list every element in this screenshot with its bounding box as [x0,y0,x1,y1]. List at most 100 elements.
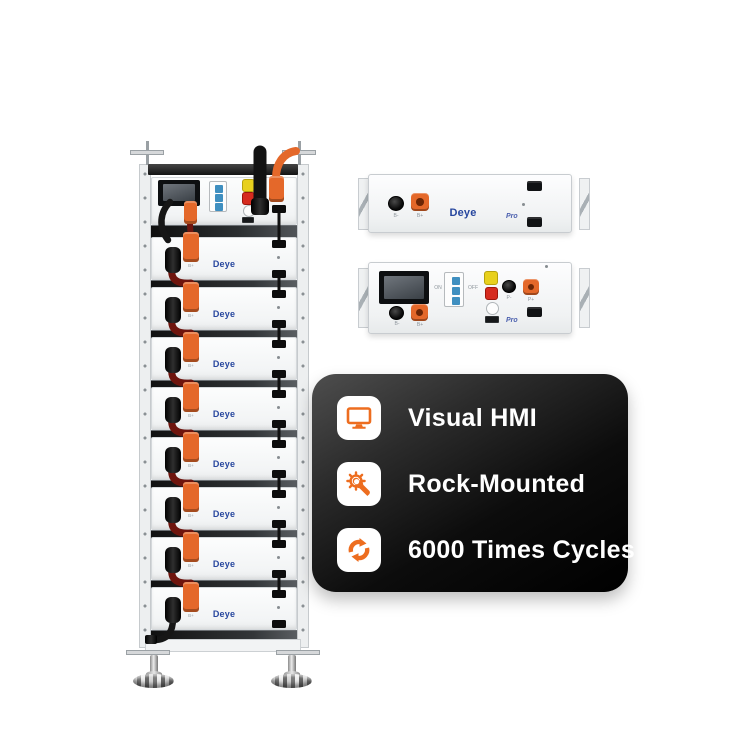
comm-port [272,520,286,528]
breaker-off-label: OFF [468,285,478,291]
negative-plug [165,347,181,373]
feature-label: Rock-Mounted [408,469,586,498]
positive-connector [183,532,199,562]
negative-plug [165,297,181,323]
rack-shelf-divider [151,530,297,539]
rack-shelf-divider [151,330,297,339]
battery-negative-label: B- [394,321,400,327]
negative-plug [165,397,181,423]
rack-shelf-divider [151,380,297,389]
negative-connector [388,196,404,211]
output-positive-connector [523,279,539,295]
rack-top-bar [148,164,298,175]
top-bracket-screw [298,141,301,151]
top-bracket-foot [146,155,149,165]
brand-logo: Deye [212,309,236,319]
output-negative-label: P- [506,295,512,301]
positive-connector-label: B+ [188,363,194,368]
indicator-dot [277,606,280,609]
positive-connector [183,232,199,262]
positive-connector [183,382,199,412]
positive-connector-label: B+ [188,463,194,468]
red-button [485,287,498,300]
brand-logo: Deye [212,459,236,469]
positive-connector-label: B+ [188,413,194,418]
indicator-dot [277,406,280,409]
comm-port [272,320,286,328]
yellow-button [242,179,255,192]
comm-port [527,307,542,317]
feature-label: 6000 Times Cycles [408,535,636,564]
comm-port [242,217,254,223]
rack-left-rail [139,164,151,648]
battery-positive-label: B+ [416,322,424,328]
leveling-foot [133,674,174,688]
rack-leg [150,655,158,674]
comm-port [527,217,542,227]
output-negative-connector [502,280,516,293]
rack-base [145,639,301,652]
comm-port [272,490,286,498]
rack-shelf-divider [151,630,297,639]
comm-port [272,270,286,278]
brand-logo: Deye [212,259,236,269]
indicator-dot [277,256,280,259]
comm-port [272,570,286,578]
comm-port [272,370,286,378]
dc-cable-head [251,198,269,215]
positive-connector [411,193,429,211]
rack-shelf-divider [151,280,297,289]
positive-connector [183,482,199,512]
positive-connector-label: B+ [188,313,194,318]
positive-connector-label: B+ [188,263,194,268]
comm-port [272,340,286,348]
negative-plug [165,247,181,273]
breaker-switch [444,272,464,307]
indicator-dot [277,356,280,359]
positive-connector-label: B+ [188,513,194,518]
comm-port [527,181,542,191]
hmi-display-screen [163,184,195,201]
yellow-button [484,271,498,285]
comm-port [272,590,286,598]
comm-port [272,420,286,428]
brand-logo: Deye [212,559,236,569]
bottom-mounting-bracket [126,650,170,655]
hmi-display-screen [384,276,424,299]
top-bracket-foot [298,155,301,165]
breaker-switch [209,181,227,212]
negative-plug [165,497,181,523]
battery-negative-connector [389,306,404,320]
negative-plug [165,597,181,623]
top-mounting-bracket [130,150,164,155]
comm-port [272,440,286,448]
rack-right-rail [297,164,309,648]
leveling-foot [271,674,312,688]
battery-positive-connector [411,304,428,321]
feature-label: Visual HMI [408,403,537,432]
positive-connector [183,582,199,612]
feature-panel: Visual HMI [312,374,635,592]
gear-wrench-icon [337,462,381,506]
feature-row: Visual HMI [337,396,628,440]
rack-leg [288,655,296,674]
brand-logo: Deye [212,409,236,419]
top-bracket-screw [146,141,149,151]
cable-end-box [145,635,157,644]
brand-logo: Deye [212,359,236,369]
output-positive-label: P+ [527,297,535,303]
cycle-arrows-icon [337,528,381,572]
rack-shelf-divider [151,580,297,589]
comm-port [272,540,286,548]
rack-shelf-divider [151,430,297,439]
positive-connector [183,282,199,312]
comm-port [272,470,286,478]
negative-plug [165,447,181,473]
variant-label: Pro [506,213,518,220]
brand-logo: Deye [449,207,477,219]
positive-connector [183,432,199,462]
negative-connector-label: B- [393,213,399,219]
brand-logo: Deye [212,509,236,519]
feature-row: Rock-Mounted [337,462,628,506]
